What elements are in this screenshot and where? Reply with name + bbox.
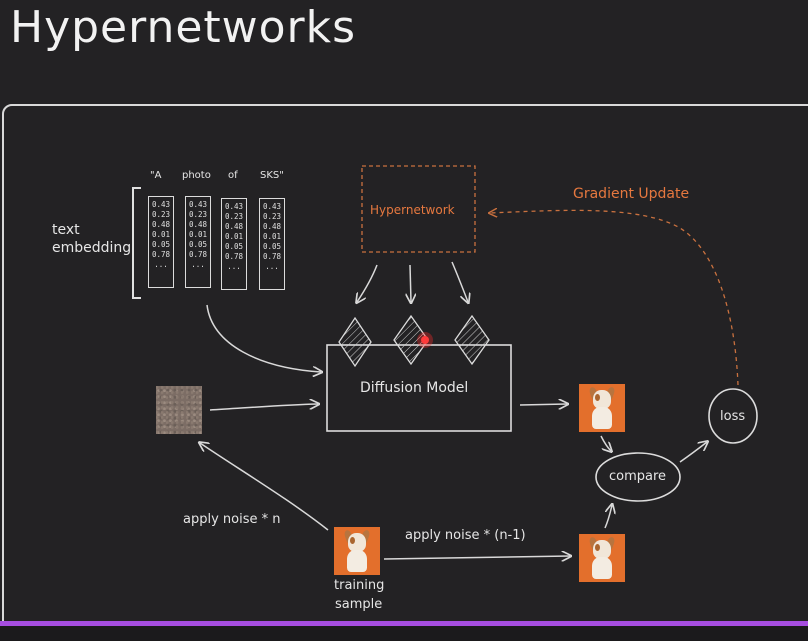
apply-noise-n-label: apply noise * n bbox=[183, 512, 281, 527]
hypernetwork-box bbox=[361, 165, 476, 253]
loss-label: loss bbox=[720, 409, 746, 424]
loss-node bbox=[708, 388, 758, 444]
training-sample-label-line1: training bbox=[334, 578, 385, 593]
prompt-token-4: SKS" bbox=[260, 170, 284, 181]
compare-node bbox=[595, 452, 681, 502]
injected-layer-1 bbox=[338, 316, 372, 368]
apply-noise-n-minus-1-label: apply noise * (n-1) bbox=[405, 528, 526, 543]
embedding-bracket bbox=[132, 187, 141, 299]
progress-bar bbox=[0, 621, 808, 626]
injected-layer-3 bbox=[454, 314, 490, 366]
prompt-token-1: "A bbox=[150, 170, 162, 181]
denoised-output-image bbox=[579, 384, 625, 432]
noised-target-image bbox=[579, 534, 625, 582]
page-title: Hypernetworks bbox=[10, 2, 357, 53]
bottom-strip bbox=[0, 626, 808, 641]
compare-label: compare bbox=[609, 469, 667, 484]
laser-pointer bbox=[421, 336, 429, 344]
diffusion-model-label: Diffusion Model bbox=[360, 380, 469, 396]
training-sample-image bbox=[334, 527, 380, 575]
prompt-token-3: of bbox=[228, 170, 238, 181]
text-embedding-label-line2: embedding bbox=[52, 240, 132, 256]
injected-layer-2 bbox=[393, 314, 429, 366]
text-embedding-label-line1: text bbox=[52, 222, 80, 238]
prompt-token-2: photo bbox=[182, 170, 211, 181]
hypernetwork-label: Hypernetwork bbox=[370, 203, 455, 217]
gradient-update-label: Gradient Update bbox=[573, 186, 690, 202]
training-sample-label-line2: sample bbox=[335, 597, 383, 612]
noise-image bbox=[156, 386, 202, 434]
